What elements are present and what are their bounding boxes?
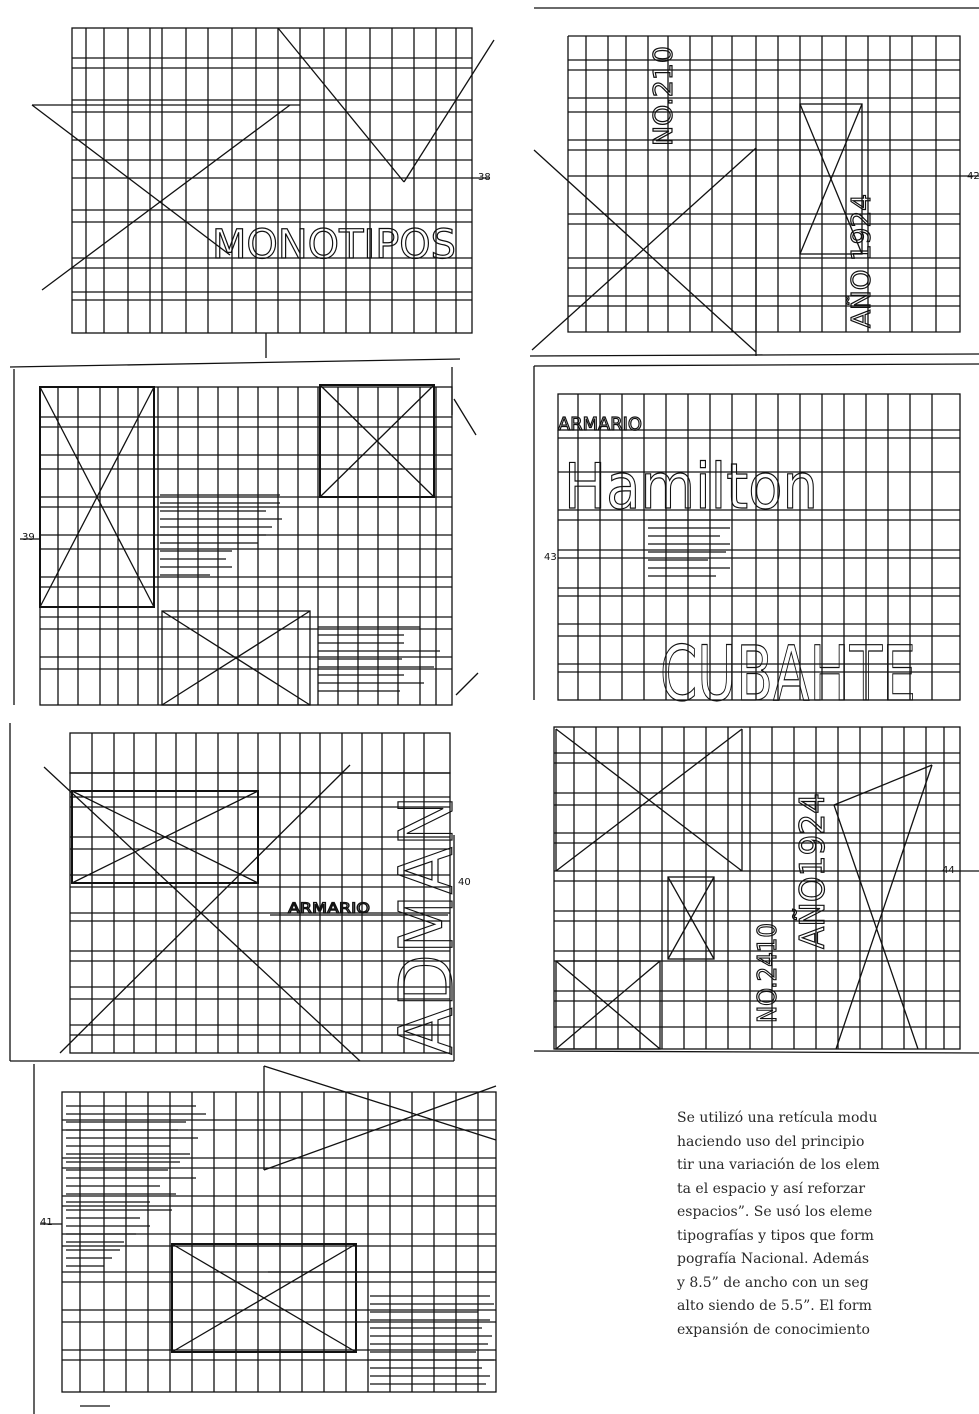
sketch-label-ano1924: AÑO 1924 [845, 194, 877, 328]
body-line: pografía Nacional. Además [677, 1248, 979, 1272]
body-line: Se utilizó una retícula modu [677, 1107, 979, 1131]
body-line: tir una variación de los elem [677, 1154, 979, 1178]
sketch-page-39: 39 [0, 355, 510, 710]
body-line: espacios”. Se usó los eleme [677, 1201, 979, 1225]
grid-sketch-39 [0, 355, 510, 710]
page-number-44: 44 [942, 865, 955, 876]
grid-sketch-42: NO.210 AÑO 1924 [520, 0, 979, 360]
sketch-label-armario: ARMARIO [558, 414, 642, 435]
page-number-42: 42 [967, 171, 979, 182]
sketch-label-hamilton: Hamilton [564, 450, 818, 523]
page-number-40: 40 [458, 877, 471, 888]
sketch-label-ano1924-44: AÑO1924 [793, 793, 833, 949]
sketch-label-cubahte: CUBAHTE [660, 629, 916, 718]
grid-sketch-41 [0, 1060, 510, 1414]
page-number-43: 43 [544, 552, 557, 563]
grid-sketch-38: MONOTIPOS [0, 0, 510, 360]
body-line: alto siendo de 5.5”. El form [677, 1295, 979, 1319]
sketch-label-adman: ADMAN [384, 795, 470, 1055]
page-number-38: 38 [478, 172, 491, 183]
grid-sketch-43: ARMARIO Hamilton CUBAHTE [520, 360, 979, 705]
body-line: expansión de conocimiento [677, 1319, 979, 1343]
sketch-label-no210: NO.210 [649, 46, 679, 146]
sketch-label-armario-40: ARMARIO [288, 901, 370, 917]
page-number-39: 39 [22, 532, 35, 543]
body-line: tipografías y tipos que form [677, 1225, 979, 1249]
sketch-title-monotipos: MONOTIPOS [212, 222, 456, 268]
sketch-page-38: MONOTIPOS 38 [0, 0, 510, 360]
sketch-page-42: NO.210 AÑO 1924 42 [520, 0, 979, 360]
body-line: ta el espacio y así reforzar [677, 1178, 979, 1202]
grid-sketch-40: ARMARIO ADMAN [0, 715, 510, 1065]
body-line: y 8.5” de ancho con un seg [677, 1272, 979, 1296]
sketch-page-41: 41 [0, 1060, 510, 1414]
sketch-page-43: ARMARIO Hamilton CUBAHTE 43 [520, 360, 979, 705]
body-paragraph: Se utilizó una retícula modu haciendo us… [677, 1107, 979, 1414]
page-number-41: 41 [40, 1217, 53, 1228]
grid-sketch-44: NO.2410 AÑO1924 [520, 715, 979, 1060]
sketch-label-no2410: NO.2410 [753, 923, 783, 1023]
sketch-page-44: NO.2410 AÑO1924 44 [520, 715, 979, 1060]
sketch-page-40: ARMARIO ADMAN 40 [0, 715, 510, 1065]
body-line: haciendo uso del principio [677, 1131, 979, 1155]
